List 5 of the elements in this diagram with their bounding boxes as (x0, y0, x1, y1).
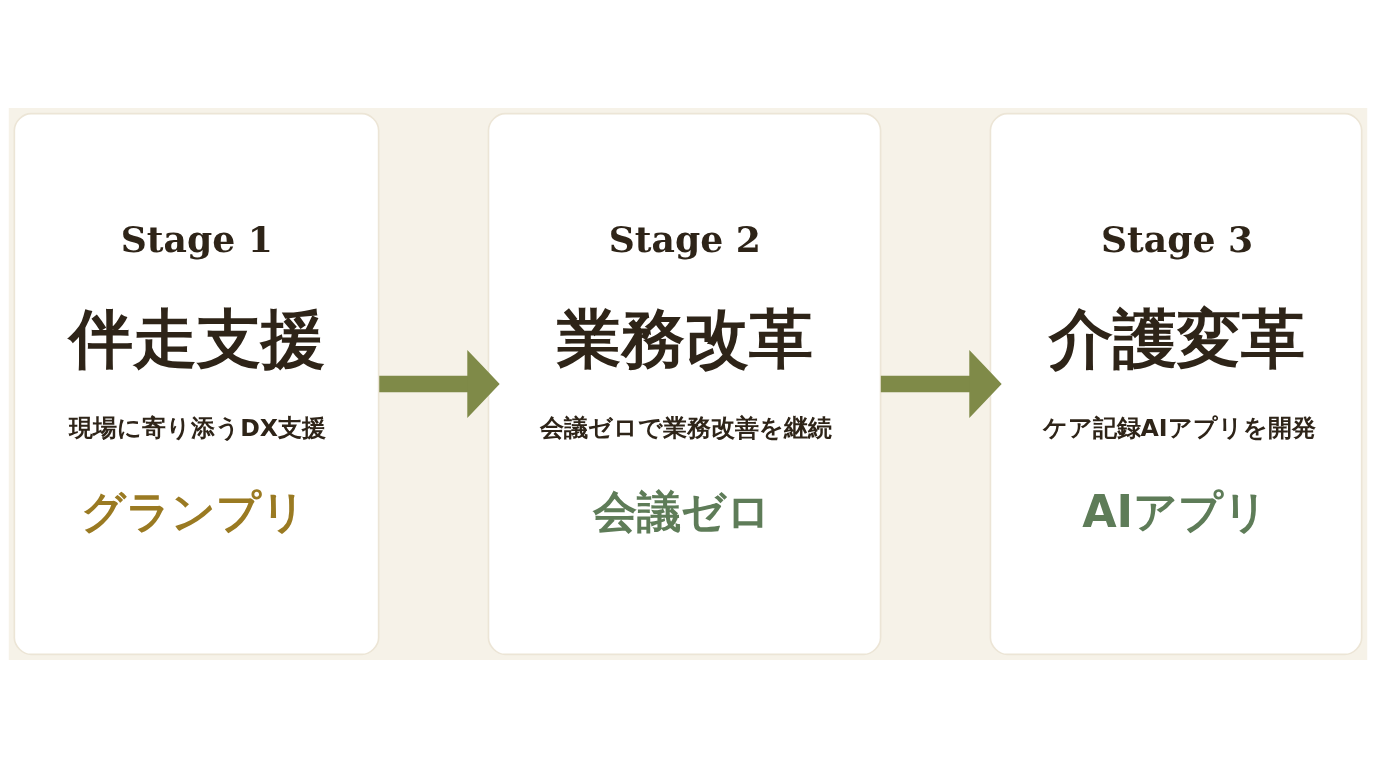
arrow (880, 350, 1002, 418)
arrow (379, 350, 500, 418)
node-box: Stage 1 伴走支援 現場に寄り添うDX支援 グランプリ (13, 112, 380, 656)
node-box: Stage 3 介護変革 ケア記録AIアプリを開発 AIアプリ (989, 112, 1363, 656)
node-box: Stage 2 業務改革 会議ゼロで業務改善を継続 会議ゼロ (487, 112, 882, 656)
